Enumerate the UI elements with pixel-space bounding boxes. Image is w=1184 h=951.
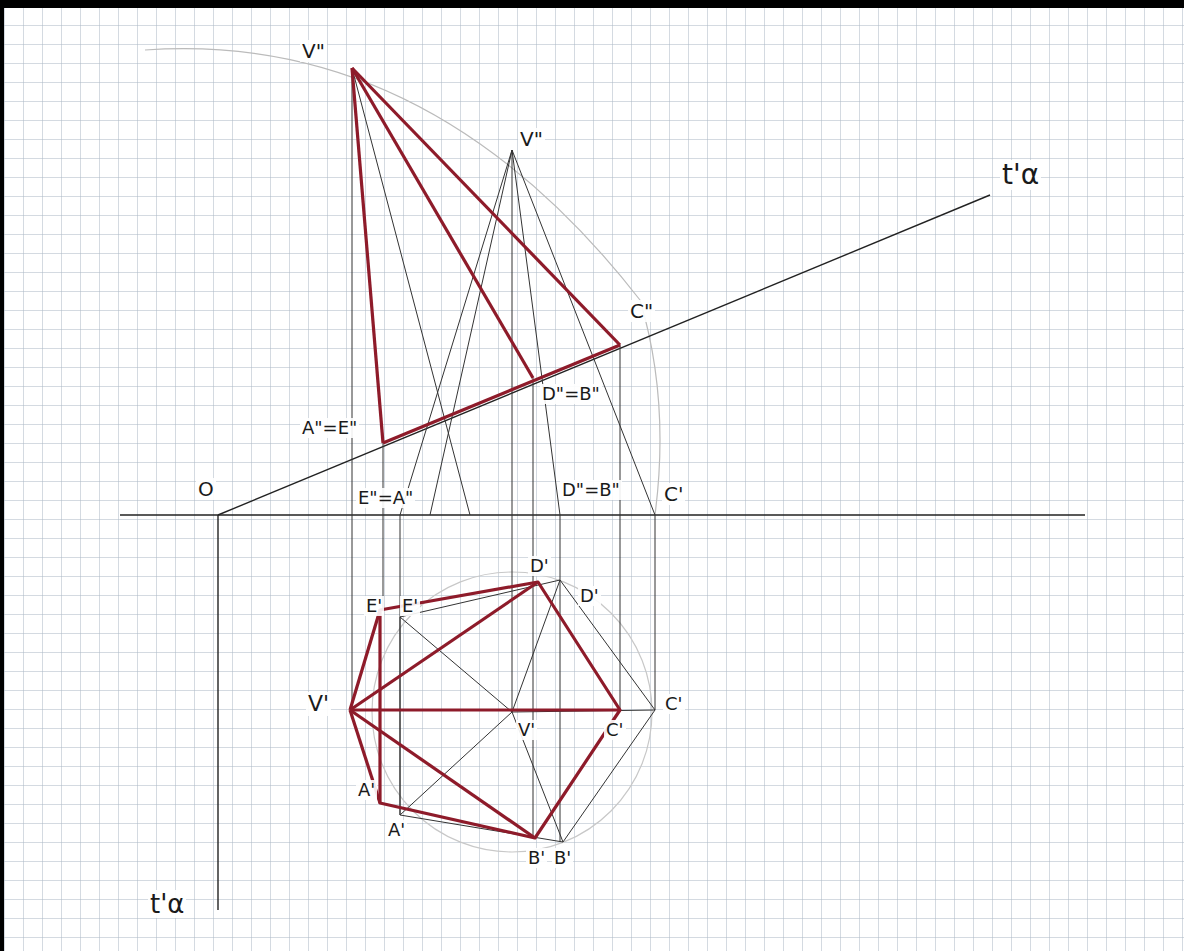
point-label: C': [663, 694, 685, 714]
point-label: V": [300, 40, 327, 62]
point-label: C': [662, 483, 685, 505]
point-label: D"=B": [560, 480, 622, 500]
point-label: D': [528, 556, 551, 576]
point-label: t'α: [1000, 160, 1041, 190]
point-label: D': [578, 586, 601, 606]
point-label: E': [400, 596, 420, 616]
point-label: O: [196, 478, 216, 500]
point-label: V': [516, 720, 537, 740]
point-label: E': [364, 596, 384, 616]
point-label: C": [628, 300, 655, 322]
point-label: E"=A": [356, 488, 415, 508]
point-label: V': [306, 692, 331, 716]
point-label: V": [518, 128, 545, 150]
point-label: t'α: [148, 890, 186, 918]
point-label: A"=E": [300, 418, 359, 438]
point-label: D"=B": [540, 384, 602, 404]
point-label: B': [552, 848, 573, 868]
point-label: B': [526, 848, 547, 868]
point-label: A': [356, 780, 377, 800]
point-label: A': [386, 820, 407, 840]
point-label: C': [604, 720, 626, 740]
